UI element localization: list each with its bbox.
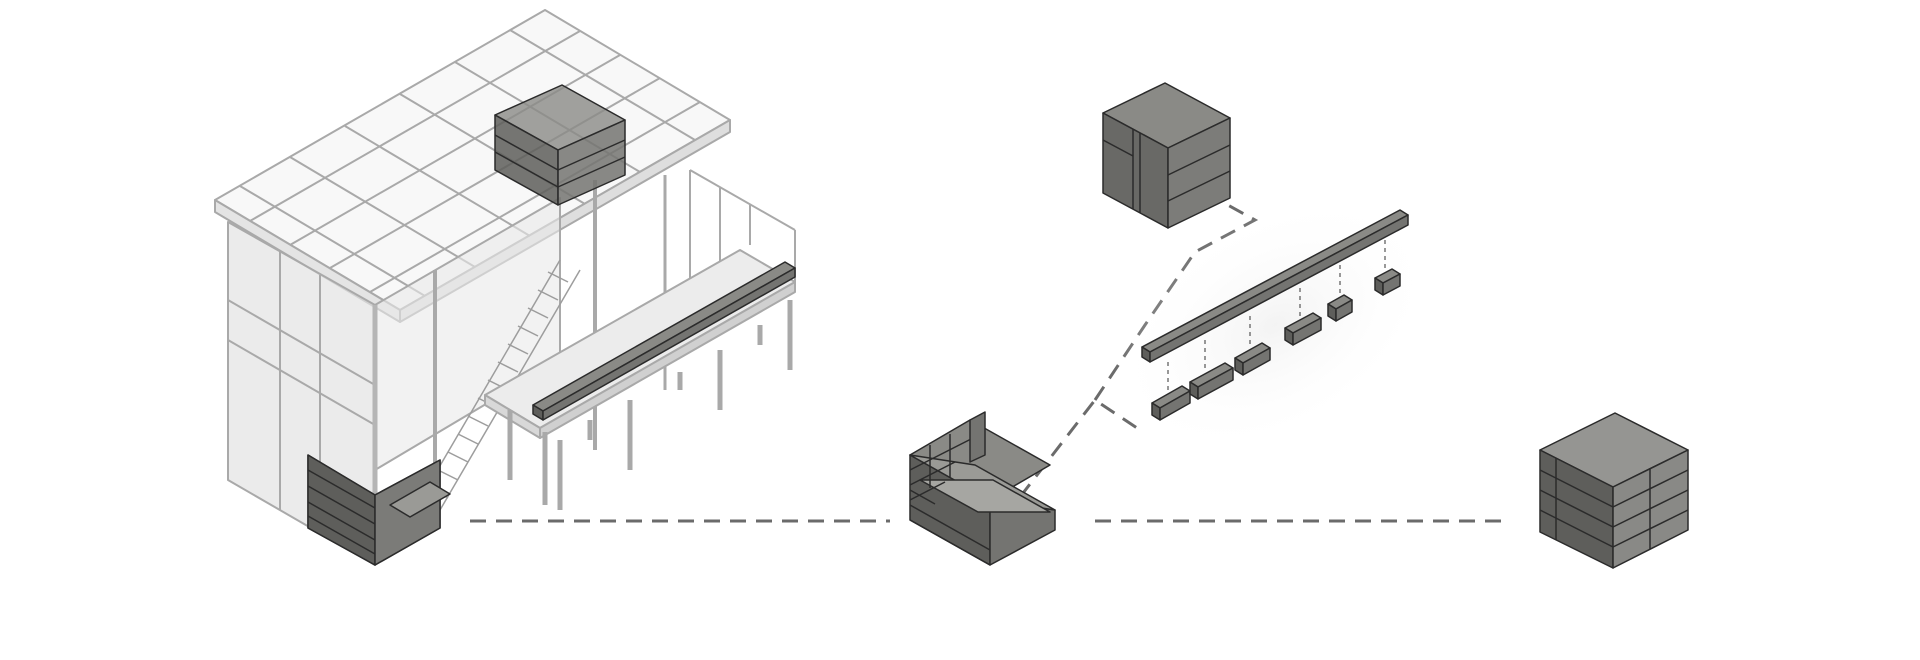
building-frame [214,9,796,566]
support-block-2 [1189,362,1234,400]
support-block-5 [1327,294,1353,322]
support-blocks [1151,268,1401,421]
bench-top-rail [1141,209,1409,363]
base-block-in-frame [307,454,451,566]
connector-bench-to-roof [1018,397,1141,498]
support-block-1 [1151,385,1191,421]
deck-bench-assembly [1113,195,1437,455]
roof-box-in-frame [494,84,626,206]
deck [484,169,796,510]
deck-bench [532,261,796,421]
roof-box-module [1102,82,1231,229]
stacked-block-module [1539,412,1689,569]
support-block-6 [1374,268,1401,296]
bench-seating-module [909,411,1056,566]
support-block-3 [1234,342,1271,376]
drop-lines [1167,240,1386,400]
support-block-4 [1284,312,1322,346]
